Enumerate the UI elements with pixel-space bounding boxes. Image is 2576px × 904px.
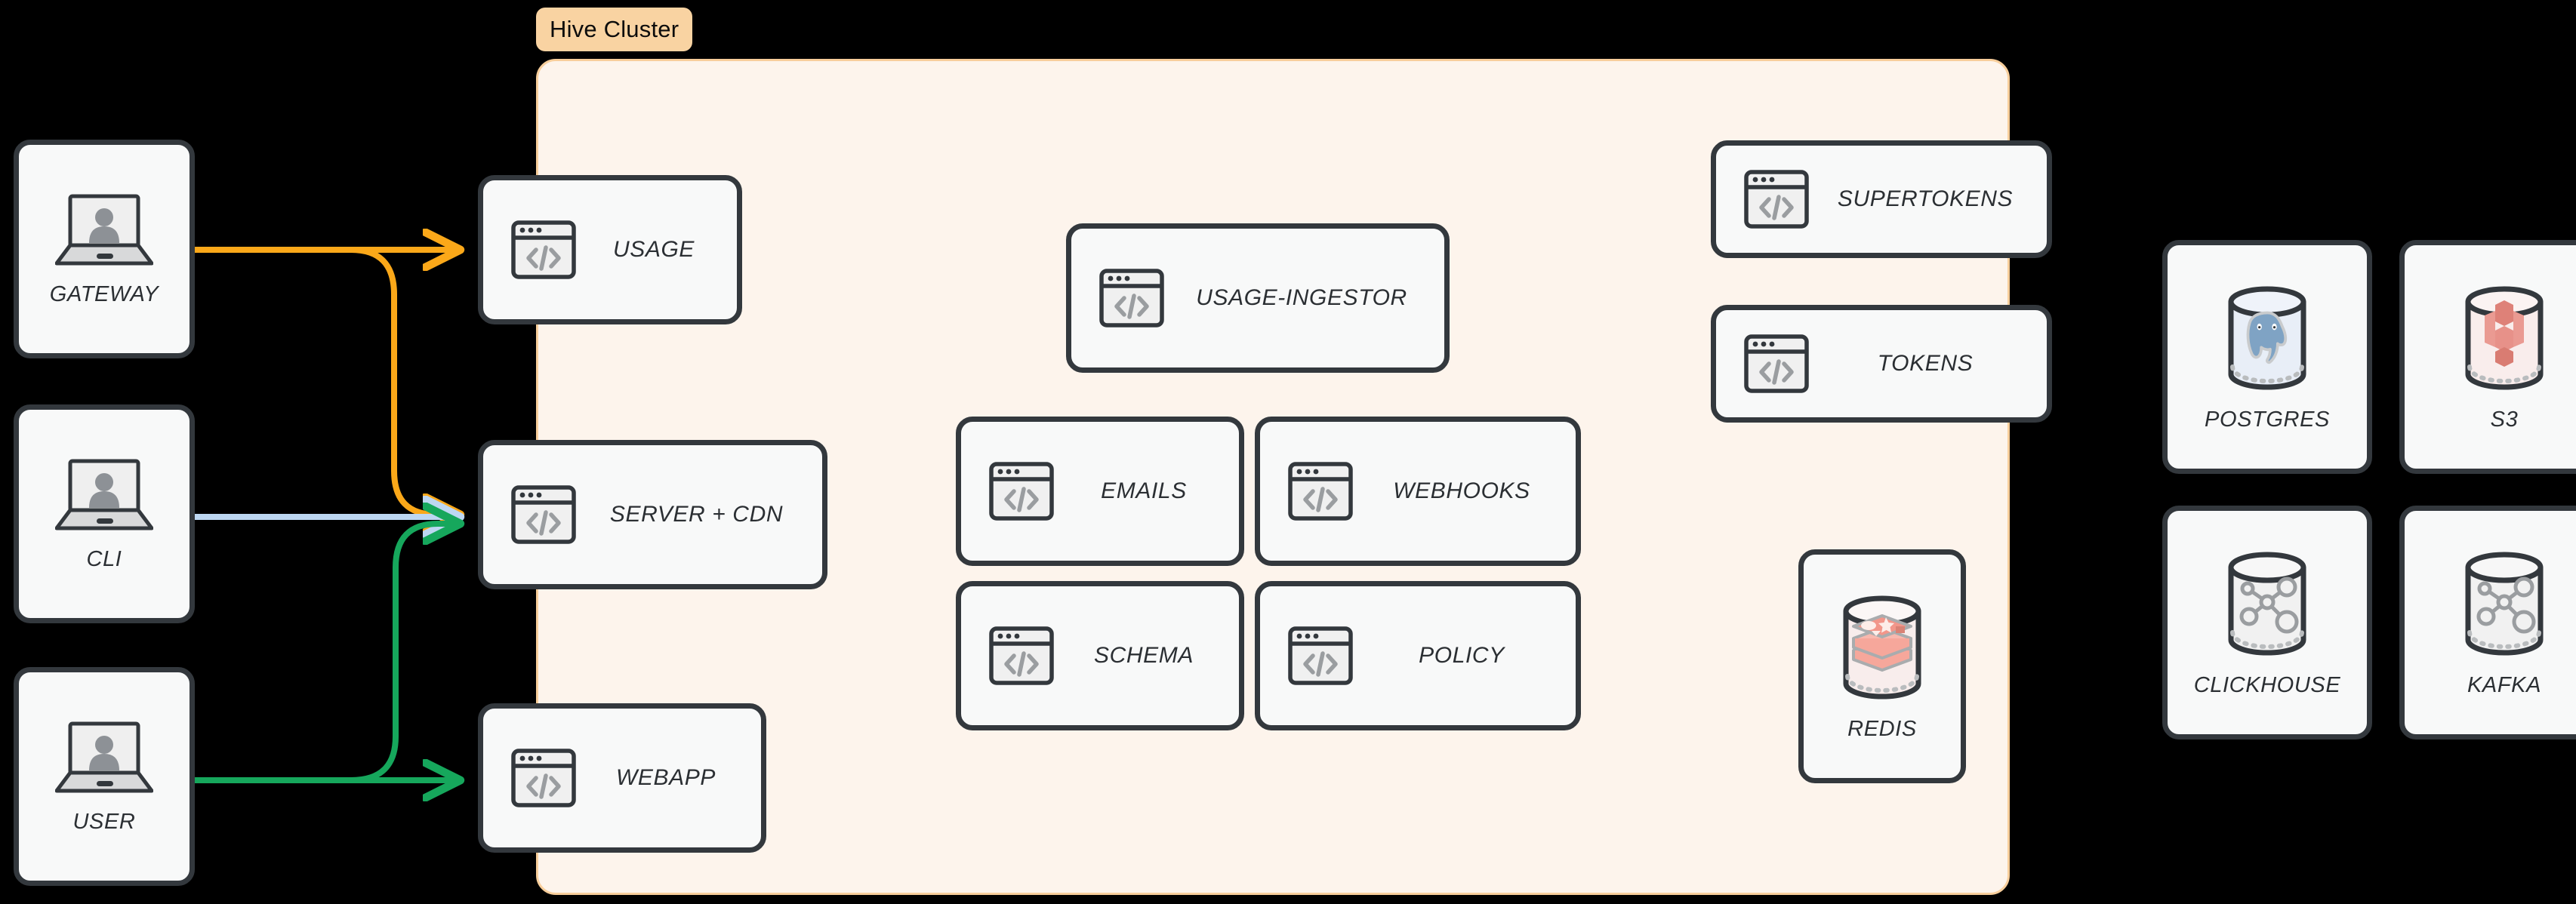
code-window-icon — [1097, 263, 1166, 333]
service-node-policy[interactable]: POLICY — [1255, 581, 1581, 730]
code-window-icon — [509, 743, 578, 813]
service-node-emails[interactable]: EMAILS — [956, 417, 1244, 566]
datastore-node-kafka[interactable]: KAFKA — [2399, 506, 2576, 739]
service-node-label: WEBAPP — [616, 765, 716, 790]
datastore-node-clickhouse[interactable]: CLICKHOUSE — [2162, 506, 2372, 739]
datastore-node-postgres[interactable]: POSTGRES — [2162, 240, 2372, 474]
service-node-label: SERVER + CDN — [609, 502, 784, 527]
hive-cluster-label: Hive Cluster — [536, 8, 693, 51]
service-node-label: TOKENS — [1877, 351, 1974, 376]
client-node-cli[interactable]: CLI — [14, 404, 195, 623]
kafka-database-icon — [2451, 548, 2557, 661]
service-node-label: POLICY — [1419, 643, 1505, 668]
service-node-schema[interactable]: SCHEMA — [956, 581, 1244, 730]
service-node-tokens[interactable]: TOKENS — [1711, 305, 2052, 423]
client-node-label: GATEWAY — [49, 281, 159, 306]
service-node-server-cdn[interactable]: SERVER + CDN — [478, 440, 827, 589]
client-node-gateway[interactable]: GATEWAY — [14, 140, 195, 358]
datastore-node-s3[interactable]: S3 — [2399, 240, 2576, 474]
code-window-icon — [987, 621, 1056, 690]
laptop-user-icon — [55, 192, 153, 270]
code-window-icon — [509, 480, 578, 549]
code-window-icon — [1742, 165, 1811, 234]
s3-database-icon — [2451, 282, 2557, 395]
code-window-icon — [1286, 621, 1355, 690]
service-node-supertokens[interactable]: SUPERTOKENS — [1711, 140, 2052, 258]
service-node-label: WEBHOOKS — [1393, 478, 1530, 503]
datastore-node-redis[interactable]: REDIS — [1798, 549, 1966, 783]
datastore-node-label: REDIS — [1847, 716, 1917, 741]
datastore-node-label: CLICKHOUSE — [2193, 672, 2341, 697]
edge-gateway-server-cdn — [348, 247, 457, 515]
redis-database-icon — [1829, 592, 1935, 705]
service-node-label: USAGE-INGESTOR — [1196, 285, 1407, 310]
service-node-label: EMAILS — [1101, 478, 1187, 503]
code-window-icon — [1742, 329, 1811, 398]
laptop-user-icon — [55, 719, 153, 798]
datastore-node-label: POSTGRES — [2205, 407, 2330, 432]
code-window-icon — [987, 457, 1056, 526]
service-node-webhooks[interactable]: WEBHOOKS — [1255, 417, 1581, 566]
service-node-label: USAGE — [612, 237, 695, 262]
client-node-user[interactable]: USER — [14, 667, 195, 886]
code-window-icon — [509, 215, 578, 284]
service-node-webapp[interactable]: WEBAPP — [478, 703, 766, 853]
laptop-user-icon — [55, 457, 153, 535]
client-node-label: USER — [72, 809, 136, 834]
clickhouse-database-icon — [2214, 548, 2320, 661]
datastore-node-label: KAFKA — [2467, 672, 2542, 697]
service-node-usage[interactable]: USAGE — [478, 175, 742, 324]
datastore-node-label: S3 — [2490, 407, 2519, 432]
edge-user-server-cdn — [348, 524, 457, 783]
service-node-label: SCHEMA — [1094, 643, 1194, 668]
client-node-label: CLI — [86, 546, 122, 571]
service-node-usage-ingestor[interactable]: USAGE-INGESTOR — [1066, 223, 1450, 373]
postgres-database-icon — [2214, 282, 2320, 395]
service-node-label: SUPERTOKENS — [1837, 186, 2014, 211]
code-window-icon — [1286, 457, 1355, 526]
